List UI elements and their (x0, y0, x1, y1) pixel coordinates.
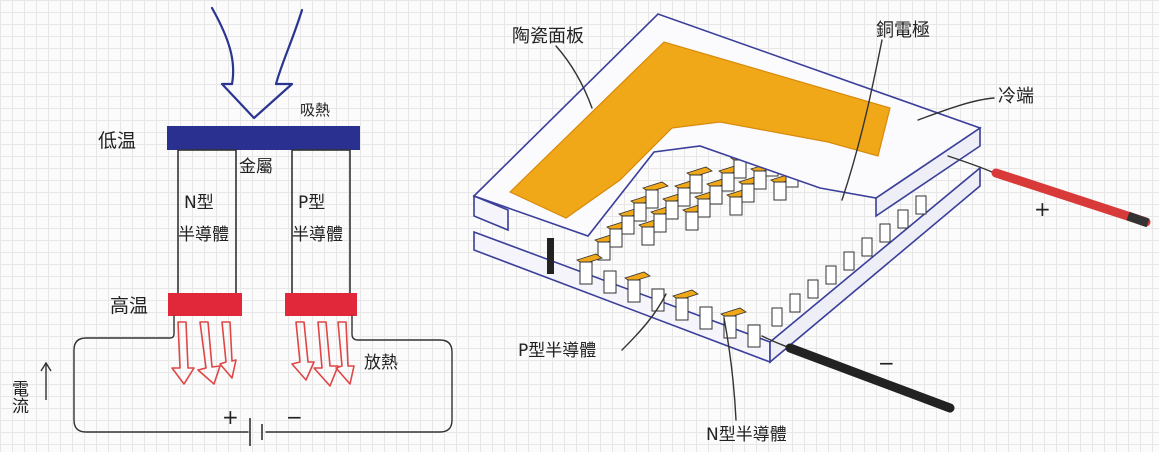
label-cold-end: 冷端 (998, 86, 1034, 107)
label-p-type-pellet: P型半導體 (518, 341, 596, 361)
label-plus-left: + (222, 405, 239, 429)
positive-wire (947, 155, 1151, 228)
pellet (747, 324, 761, 348)
label-p-type-2: 半導體 (292, 225, 343, 245)
heat-out-arrows (171, 321, 355, 387)
pellet (624, 271, 651, 303)
edge-sealant (547, 238, 554, 274)
label-heat-absorb: 吸熱 (300, 101, 330, 119)
label-high-temp: 高温 (110, 295, 148, 317)
current-arrow (40, 361, 52, 400)
label-metal: 金屬 (239, 157, 273, 177)
heat-in-arrow (210, 6, 304, 120)
leader-lines (555, 39, 995, 421)
label-n-type-2: 半導體 (178, 225, 229, 245)
pellet (789, 293, 801, 313)
bottom-plate-side (769, 166, 981, 364)
battery-symbol (249, 418, 263, 446)
pellet (897, 209, 909, 229)
n-type-leg (177, 149, 237, 295)
pellet (915, 195, 927, 215)
label-ceramic-panel: 陶瓷面板 (512, 26, 584, 47)
label-minus-left: − (286, 405, 303, 429)
pellet (771, 307, 783, 327)
pellet (879, 223, 891, 243)
pellet (576, 253, 603, 285)
pellet (825, 265, 837, 285)
label-heat-release: 放熱 (364, 353, 398, 373)
pellet (861, 237, 873, 257)
label-copper-electrode: 銅電極 (876, 20, 930, 41)
pellet (699, 306, 713, 330)
peltier-principle-diagram: 低温 吸熱 金屬 N型 半導體 P型 半導體 高温 放熱 電流 + − (8, 6, 453, 446)
pellet (603, 270, 617, 294)
pellet (686, 166, 713, 194)
negative-wire (761, 335, 955, 413)
pellet (651, 288, 665, 312)
label-n-type-1: N型 (184, 193, 214, 213)
top-plate-front (473, 194, 509, 232)
pellet (843, 251, 855, 271)
p-type-leg (291, 149, 351, 295)
ceramic-panel-orange (508, 41, 891, 219)
pellet (807, 279, 819, 299)
hot-plate-left (168, 293, 242, 316)
label-minus-right: − (878, 351, 895, 375)
label-low-temp: 低温 (98, 130, 136, 152)
pellet (650, 205, 677, 233)
label-p-type-1: P型 (298, 193, 325, 213)
circuit-wire (73, 315, 453, 433)
pellet (672, 289, 699, 321)
pellet (642, 181, 669, 209)
label-plus-right: + (1034, 197, 1051, 221)
pellet-group-front (576, 195, 927, 348)
label-current: 電流 (8, 380, 29, 414)
hot-plate-right (285, 293, 357, 316)
label-n-type-pellet: N型半導體 (706, 425, 787, 445)
peltier-module-illustration: 陶瓷面板 銅電極 冷端 + − P型半導體 N型半導體 (472, 13, 1151, 445)
cold-plate (167, 126, 360, 150)
